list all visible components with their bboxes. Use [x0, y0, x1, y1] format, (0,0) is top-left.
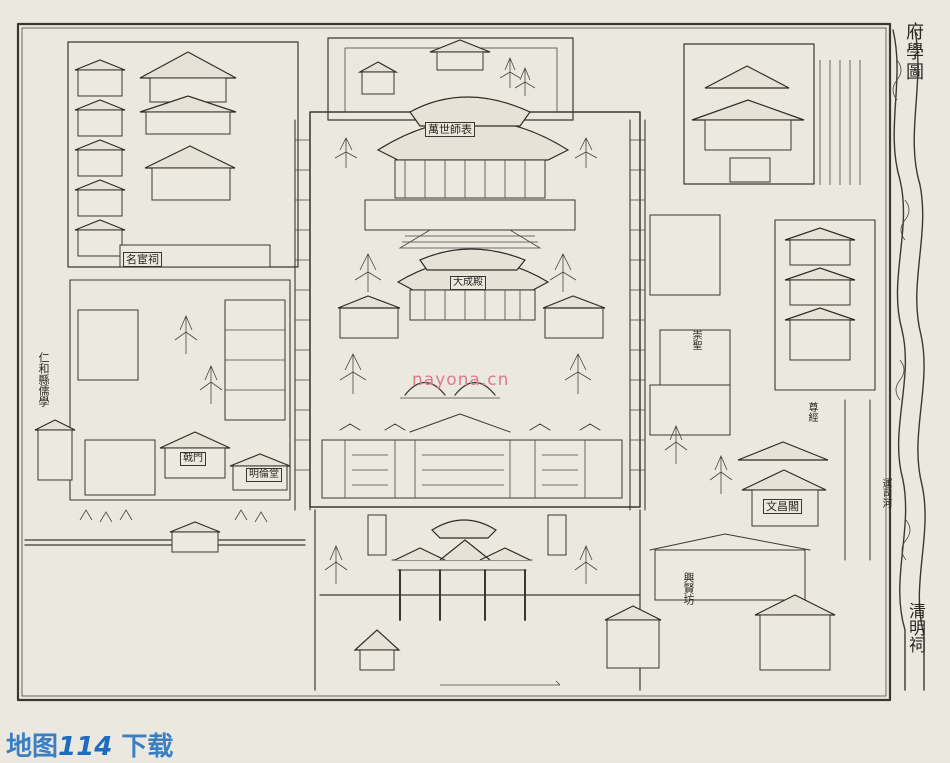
label-east-pavilion: 文昌閣	[763, 499, 802, 514]
inner-frame	[21, 27, 887, 697]
river-band	[892, 29, 926, 691]
label-main-hall: 萬世師表	[425, 122, 475, 137]
watermark-text: nayona.cn	[412, 370, 510, 390]
left-quarter	[24, 41, 306, 553]
label-left-school: 仁和縣儒學	[37, 352, 50, 407]
label-hall-plaque: 大成殿	[450, 276, 486, 290]
side-corridors	[294, 119, 646, 511]
outer-frame	[16, 22, 892, 702]
front-courtyard	[314, 509, 641, 691]
label-lower-right: 清明祠	[905, 602, 925, 653]
brand-number: 114	[58, 732, 113, 762]
label-river: 運司河	[880, 478, 891, 508]
trees	[79, 56, 733, 584]
brand-prefix: 地图	[6, 732, 59, 762]
label-shrine-plaque: 名宦祠	[123, 252, 162, 267]
label-right-hall-a: 崇聖	[690, 330, 701, 350]
brand-suffix: 下载	[112, 732, 174, 762]
bottom-path	[440, 680, 561, 686]
label-archway: 興賢坊	[682, 572, 695, 605]
central-compound	[309, 37, 641, 508]
label-right-hall-b: 尊經	[806, 402, 817, 422]
brand-logo[interactable]: 地图114 下载	[6, 726, 173, 763]
map-title: 府學圖	[903, 22, 924, 82]
label-gate-plaque: 戟門	[180, 452, 206, 466]
label-left-hall: 明倫堂	[246, 468, 282, 482]
